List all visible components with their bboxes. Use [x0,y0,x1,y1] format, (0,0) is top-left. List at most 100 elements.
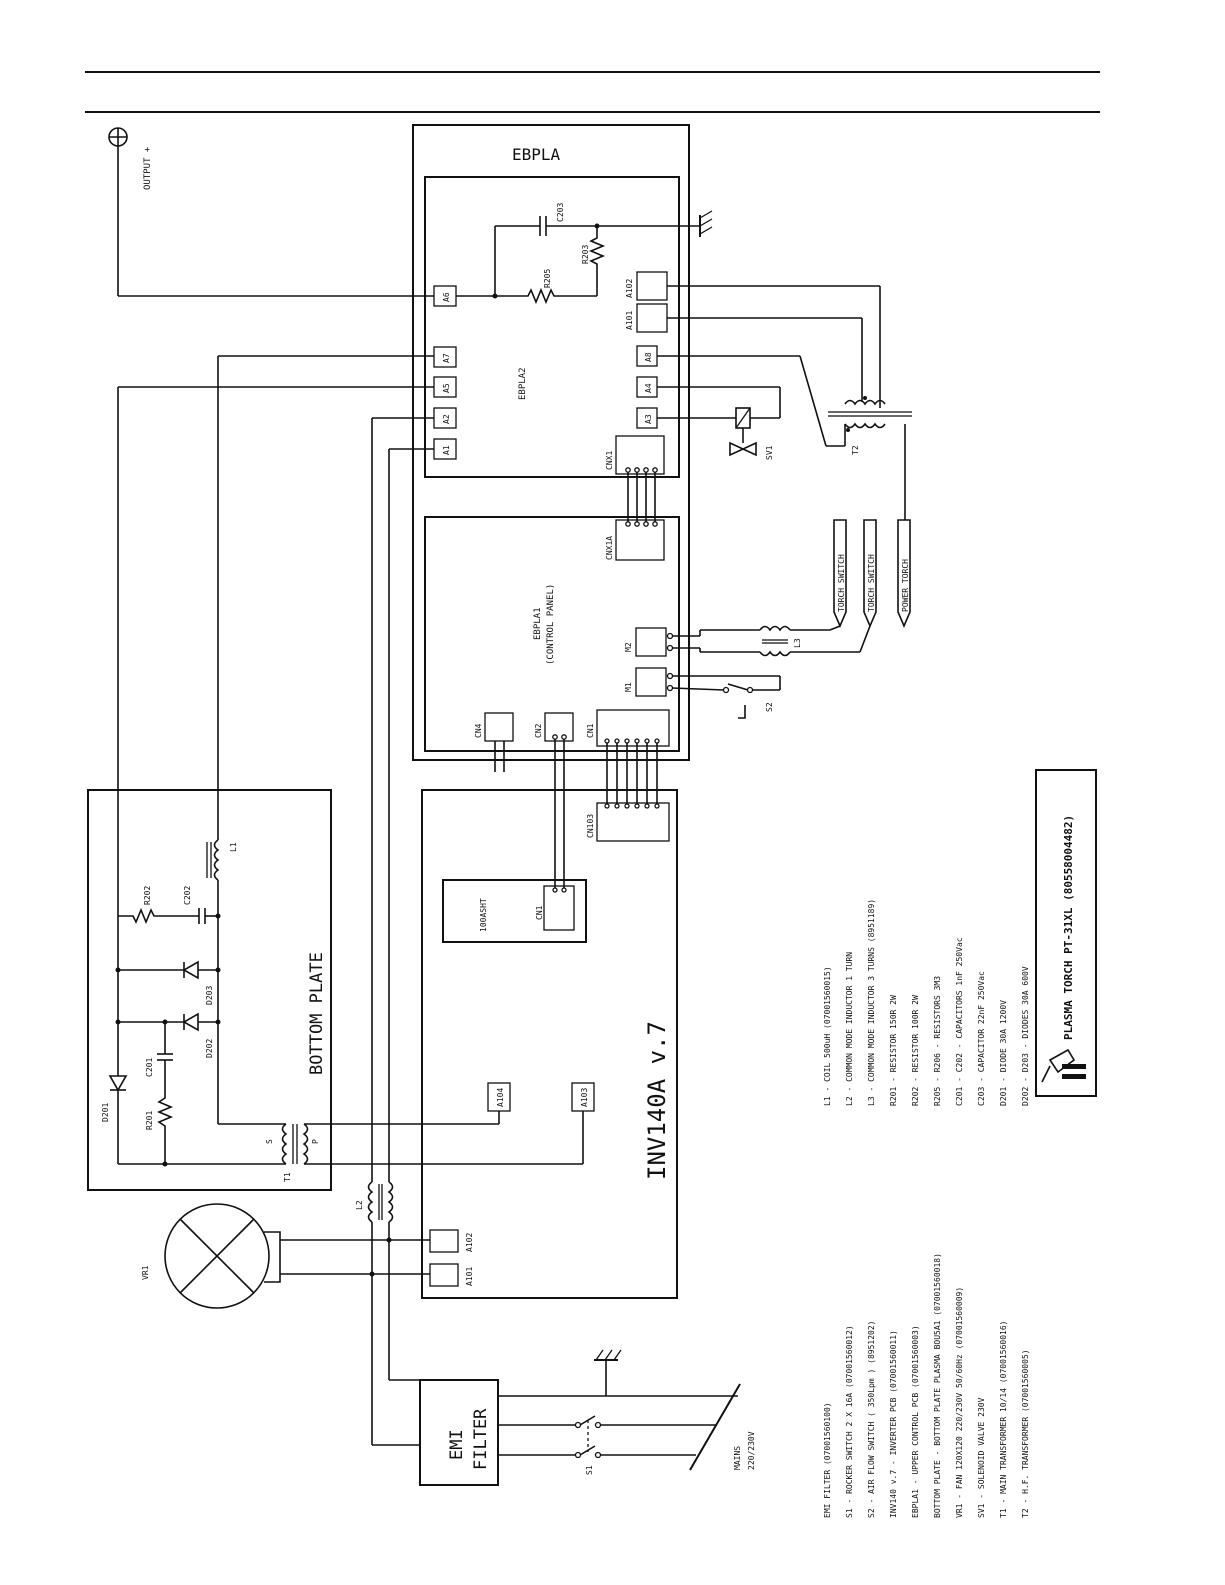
svg-text:TORCH SWITCH: TORCH SWITCH [867,554,876,612]
svg-text:R201: R201 [145,1111,154,1130]
cn1-connector: CN1 [586,709,670,747]
ebpla-title: EBPLA [512,145,561,164]
legend-left-item: S1 - ROCKER SWITCH 2 X 16A (07001560012) [845,1325,854,1518]
m1-connector: M1 [624,667,674,697]
legend-right-item: C203 - CAPACITOR 22nF 250Vac [977,971,986,1106]
svg-text:VR1: VR1 [141,1265,150,1280]
vr1-fan: VR1 [141,1203,389,1309]
svg-text:S2: S2 [765,702,774,712]
r205-c203-network: C203 R205 R203 [456,203,700,305]
inverter-title: INV140A v.7 [643,1021,671,1180]
svg-text:A101: A101 [625,311,634,330]
output-label: OUTPUT + [143,146,153,190]
svg-text:C201: C201 [145,1058,154,1077]
cnx1-connector: CNX1 [605,435,665,475]
legend-right-item: D201 - DIODE 30A 1200V [999,1000,1008,1106]
svg-text:CNX1: CNX1 [605,451,614,470]
ebpla2-right-terminals: A102 A101 A8 A4 A3 [625,271,668,429]
svg-text:CN2: CN2 [534,723,543,738]
legend-right-item: R205 - R206 - RESISTORS 3M3 [933,976,942,1106]
output-terminal: OUTPUT + [108,127,434,297]
svg-text:220/230V: 220/230V [747,1431,756,1470]
svg-text:100ASHT: 100ASHT [479,898,488,932]
title-block: PLASMA TORCH PT-31XL (80558004482) [1035,769,1097,1097]
l1-coil: L1 [206,355,434,881]
svg-text:A103: A103 [580,1088,589,1107]
l2-inductor-and-feeds: L2 [355,417,434,1446]
svg-text:A4: A4 [644,383,653,393]
svg-text:S1: S1 [585,1465,594,1475]
legend-left: EMI FILTER (07001560100) S1 - ROCKER SWI… [823,1253,1030,1518]
svg-text:SV1: SV1 [765,445,774,460]
svg-text:C203: C203 [556,203,565,222]
power-torch: POWER TORCH [897,519,911,629]
legend-left-item: T2 - H.F. TRANSFORMER (07001560005) [1021,1349,1030,1518]
torch-logo-icon [1041,1048,1086,1083]
svg-text:A7: A7 [442,353,451,363]
svg-text:D203: D203 [205,986,214,1005]
cn2-connector: CN2 [534,712,574,742]
cn1-cn103-cable [606,743,658,804]
svg-text:A6: A6 [442,292,451,302]
svg-text:A3: A3 [644,414,653,424]
svg-text:CN103: CN103 [586,814,595,838]
bottom-plate-rectifier: R202 C202 D203 D202 C201 R201 D201 [101,386,434,1167]
svg-text:A104: A104 [496,1088,505,1107]
svg-text:M1: M1 [624,682,633,692]
svg-text:L1: L1 [229,842,238,852]
svg-text:S: S [265,1139,274,1144]
sv1-solenoid-valve: SV1 [657,386,781,460]
svg-text:R205: R205 [543,269,552,288]
title-block-text: PLASMA TORCH PT-31XL (80558004482) [1062,815,1075,1040]
emi-filter: EMI FILTER [419,1379,499,1486]
shunt-box: 100ASHT CN1 [442,739,587,943]
s2-air-flow-switch: S2 [671,675,781,719]
svg-text:CNX1A: CNX1A [605,536,614,560]
bottom-plate-box [87,789,332,1191]
legend-right-item: D202 - D203 - DIODES 30A 600V [1021,966,1030,1106]
torch-switch-1: TORCH SWITCH [833,519,847,629]
cnx1-cnx1a-cable [627,472,656,522]
ebpla-outer-box [412,124,690,761]
legend-left-item: T1 - MAIN TRANSFORMER 10/14 (07001560016… [999,1321,1008,1518]
svg-text:FILTER: FILTER [471,1408,491,1470]
svg-text:P: P [311,1139,320,1144]
s1-switch-and-mains: S1 MAINS 220/230V [498,1360,756,1475]
svg-text:MAINS: MAINS [733,1446,742,1470]
cnx1a-connector: CNX1A [605,519,665,561]
svg-text:CN1: CN1 [535,905,544,920]
earth-ground-icon [594,1349,622,1361]
l3-inductor: L3 [672,625,871,657]
legend-right-item: L3 - COMMON MODE INDUCTOR 3 TURNS (89511… [867,899,876,1106]
svg-text:EMI: EMI [447,1429,467,1460]
legend-right-item: C201 - C202 - CAPACITORS 1nF 250Vac [955,937,964,1106]
ebpla2-left-terminals: A6 A7 A5 A2 A1 [433,285,457,460]
svg-text:TORCH SWITCH: TORCH SWITCH [837,554,846,612]
svg-text:L3: L3 [793,638,802,648]
svg-text:A102: A102 [625,279,634,298]
bottom-plate-title: BOTTOM PLATE [307,952,327,1075]
svg-text:A101: A101 [465,1267,474,1286]
m2-connector: M2 [624,627,674,657]
svg-text:L2: L2 [355,1200,364,1210]
svg-text:D201: D201 [101,1103,110,1122]
ebpla2-box [424,176,680,478]
legend-left-item: VR1 - FAN 120X120 220/230V 50/60Hz (0700… [955,1287,964,1518]
svg-text:A8: A8 [644,352,653,362]
svg-text:A1: A1 [442,445,451,455]
cn103-connector: CN103 [586,802,670,842]
legend-right-item: L2 - COMMON MODE INDUCTOR 1 TURN [845,952,854,1106]
svg-text:CN1: CN1 [586,723,595,738]
legend-right: L1 - COIL 500uH (07001560015) L2 - COMMO… [823,899,1030,1106]
inverter-terminals: A104 A103 A102 A101 [429,1082,595,1287]
torch-switch-2: TORCH SWITCH [863,519,877,629]
ebpla1-label: EBPLA1 [533,607,543,640]
svg-text:R202: R202 [143,886,152,905]
legend-right-item: R202 - RESISTOR 100R 2W [911,995,920,1106]
control-panel-label: (CONTROL PANEL) [546,584,556,665]
svg-text:R203: R203 [581,245,590,264]
legend-left-item: S2 - AIR FLOW SWITCH ( 350Lpm ) (8951202… [867,1321,876,1518]
svg-text:T1: T1 [283,1172,292,1182]
svg-text:C202: C202 [183,886,192,905]
